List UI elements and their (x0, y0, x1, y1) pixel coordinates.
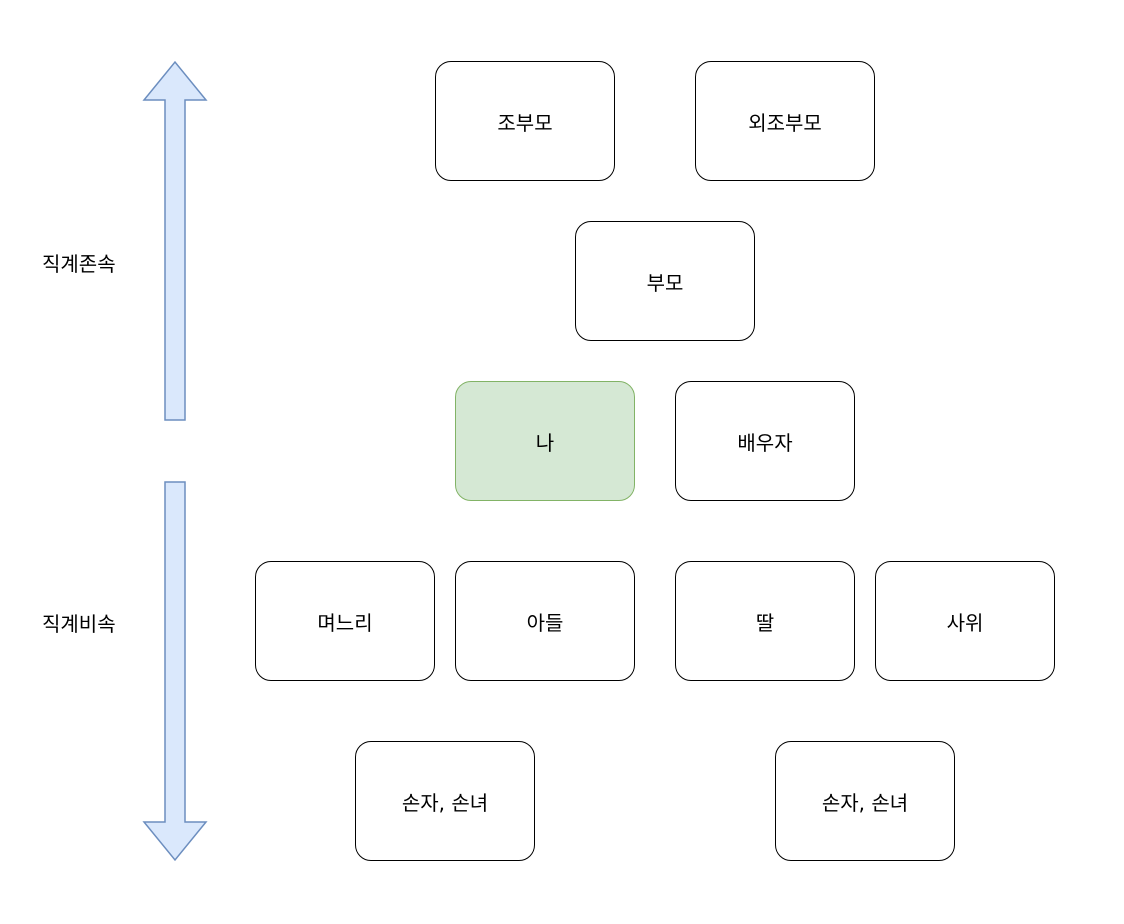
node-grandchildren-left: 손자, 손녀 (355, 741, 535, 861)
node-grandparents: 조부모 (435, 61, 615, 181)
ascendant-label: 직계존속 (42, 252, 116, 276)
descendant-down-arrow-icon (142, 481, 208, 862)
node-daughter-in-law: 며느리 (255, 561, 435, 681)
node-parents: 부모 (575, 221, 755, 341)
descendant-label: 직계비속 (42, 612, 116, 636)
node-son-in-law: 사위 (875, 561, 1055, 681)
node-self: 나 (455, 381, 635, 501)
node-grandchildren-right: 손자, 손녀 (775, 741, 955, 861)
node-daughter: 딸 (675, 561, 855, 681)
ascendant-up-arrow-icon (142, 60, 208, 421)
node-son: 아들 (455, 561, 635, 681)
node-maternal-grandparents: 외조부모 (695, 61, 875, 181)
node-spouse: 배우자 (675, 381, 855, 501)
